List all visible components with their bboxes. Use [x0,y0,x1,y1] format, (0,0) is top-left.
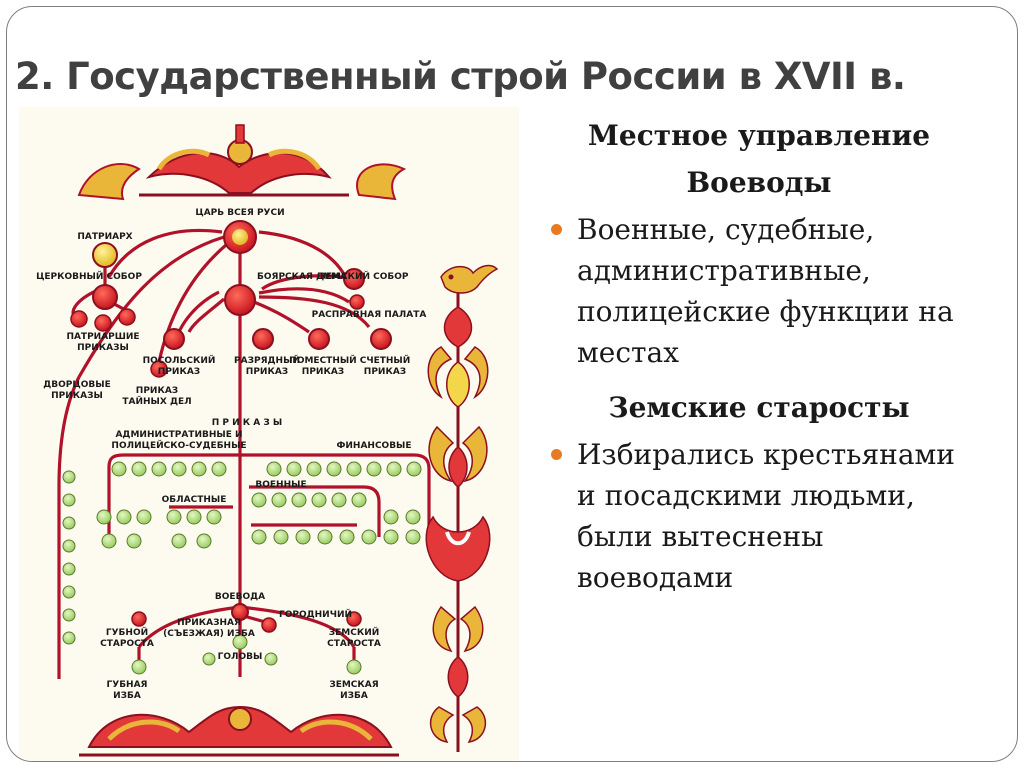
label-pomestny-1: ПОМЕСТНЫЙ [289,354,356,366]
schetny-prikaz-node [370,328,392,350]
diagram-labels: ЦАРЬ ВСЕЯ РУСИ ПАТРИАРХ ЦЕРКОВНЫЙ СОБОР … [36,208,426,701]
label-zemsky-sobor: ЗЕМСКИЙ СОБОР [319,270,408,282]
bird-icon [440,264,499,294]
heading-zemskie-starosty: Земские старосты [608,391,910,424]
zemskaya-izba-node [346,659,362,675]
local-nodes [131,603,362,675]
label-gubnaya-izba-1: ГУБНАЯ [107,680,148,690]
label-gubnoy-1: ГУБНОЙ [106,626,148,638]
label-zemsky-starosta-2: СТАРОСТА [327,639,381,649]
label-oblastnye: ОБЛАСТНЫЕ [162,495,227,505]
patriarch-node [92,242,118,268]
dvortsovye-nodes [62,470,76,645]
label-zemsky-starosta-1: ЗЕМСКИЙ [329,626,380,638]
label-tainykh-2: ТАЙНЫХ ДЕЛ [122,395,191,407]
label-voevoda: ВОЕВОДА [215,592,265,602]
label-church-council: ЦЕРКОВНЫЙ СОБОР [36,270,142,282]
label-golovy: ГОЛОВЫ [218,652,263,662]
label-posolsky-1: ПОСОЛЬСКИЙ [143,354,216,366]
bullet-dot-icon [551,449,562,460]
label-patriarch-prikazy-1: ПАТРИАРШИЕ [66,332,139,342]
label-finansovye: ФИНАНСОВЫЕ [336,441,411,451]
label-zemskaya-izba-1: ЗЕМСКАЯ [329,680,378,690]
heading-local-government: Местное управление [587,119,931,152]
label-admin-1: АДМИНИСТРАТИВНЫЕ И [115,430,242,440]
label-dvortsovye-1: ДВОРЦОВЫЕ [43,380,110,390]
slide-title: 2. Государственный строй России в XVII в… [15,55,906,98]
label-admin-2: ПОЛИЦЕЙСКО-СУДЕБНЫЕ [111,439,246,451]
label-voennye: ВОЕННЫЕ [255,480,306,490]
label-prikazy: П Р И К А З Ы [212,418,283,428]
bottom-ornament [79,705,399,757]
gubnaya-izba-node [131,659,147,675]
prikaznaya-izba-node [232,634,248,650]
label-schetny-2: ПРИКАЗ [364,367,406,377]
posolsky-prikaz-node [163,328,185,350]
bullet-dot-icon [551,224,562,235]
label-razryadny-2: ПРИКАЗ [246,367,288,377]
label-pomestny-2: ПРИКАЗ [302,367,344,377]
bullet-voevody-text: Военные, судебные, административные, пол… [577,213,954,369]
top-ornament [77,124,407,201]
pomestny-prikaz-node [308,328,330,350]
heading-voevody: Воеводы [686,166,832,199]
label-gorodnichiy: ГОРОДНИЧИЙ [279,608,352,620]
label-posolsky-2: ПРИКАЗ [158,367,200,377]
label-patriarch: ПАТРИАРХ [77,232,132,242]
gubnoy-starosta-node [131,611,147,627]
gorodnichiy-node [261,617,277,633]
bullet-starosty: Избирались крестьянами и посадскими людь… [549,434,969,598]
church-council-node [92,284,118,310]
vertical-ornament [425,264,499,752]
slide: 2. Государственный строй России в XVII в… [6,6,1018,762]
label-patriarch-prikazy-2: ПРИКАЗЫ [77,343,129,353]
label-raspravnaya-palata: РАСПРАВНАЯ ПАЛАТА [312,310,427,320]
tainykh-del-node [150,360,168,378]
label-boyar-duma: БОЯРСКАЯ ДУМА [257,272,347,282]
label-zemskaya-izba-2: ИЗБА [340,691,368,701]
top-nodes [70,220,392,378]
voevoda-node [231,603,249,621]
label-gubnaya-izba-2: ИЗБА [113,691,141,701]
razryadny-prikaz-node [252,328,274,350]
zemsky-starosta-node [346,611,362,627]
label-prikaznaya-1: ПРИКАЗНАЯ [177,618,241,628]
zemsky-sobor-node [343,268,365,290]
label-prikaznaya-2: (СЪЕЗЖАЯ) ИЗБА [163,629,255,639]
boyar-duma-node [224,284,256,316]
label-tsar: ЦАРЬ ВСЕЯ РУСИ [195,208,284,218]
label-razryadny-1: РАЗРЯДНЫЙ [234,354,300,366]
bullet-starosty-text: Избирались крестьянами и посадскими людь… [577,438,955,594]
bullet-voevody: Военные, судебные, административные, пол… [549,209,969,373]
right-text-panel: Местное управление Воеводы Военные, суде… [549,119,969,598]
prikazy-green-nodes [96,461,422,549]
label-dvortsovye-2: ПРИКАЗЫ [51,391,103,401]
label-gubnoy-2: СТАРОСТА [100,639,154,649]
label-schetny-1: СЧЕТНЫЙ [360,354,411,366]
label-tainykh-1: ПРИКАЗ [136,386,178,396]
